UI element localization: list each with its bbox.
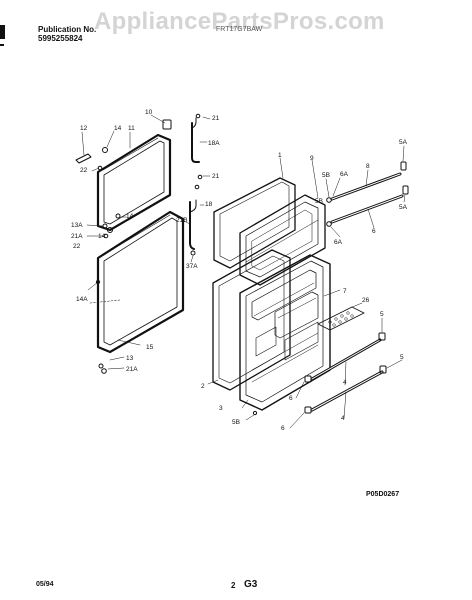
callout-5A-top: 5A <box>399 139 408 146</box>
callout-2: 2 <box>201 383 205 390</box>
callout-14A: 14A <box>76 296 88 303</box>
callout-22: 22 <box>80 167 88 174</box>
diagram-code: P05D0267 <box>366 491 400 498</box>
callout-21: 21 <box>212 115 220 122</box>
callout-37A: 37A <box>186 263 198 270</box>
callout-5a: 5 <box>380 311 384 318</box>
callout-5A-mid: 5A <box>399 204 408 211</box>
callout-6-top: 6 <box>372 228 376 235</box>
registration-mark <box>0 25 5 39</box>
fresh-food-door-liner <box>239 254 365 421</box>
callout-14: 14 <box>114 125 122 132</box>
callout-13: 13 <box>126 355 134 362</box>
callout-6A-top: 6A <box>340 171 349 178</box>
callout-21B: 21B <box>176 217 188 224</box>
callout-21A: 21A <box>71 233 83 240</box>
callout-26: 26 <box>362 297 370 304</box>
callout-21b: 21 <box>212 173 220 180</box>
fresh-food-door-shell <box>207 249 291 391</box>
registration-mark-small <box>0 44 4 46</box>
callout-5b: 5 <box>400 354 404 361</box>
callout-6a: 6 <box>289 395 293 402</box>
callout-4b: 4 <box>341 415 345 422</box>
freezer-door-assembly <box>75 114 172 239</box>
model-number: FRT17G7BAW <box>216 26 263 33</box>
callout-4a: 4 <box>343 379 347 386</box>
callout-22b: 22 <box>73 243 81 250</box>
callout-8: 8 <box>366 163 370 170</box>
callout-6b: 6 <box>281 425 285 432</box>
callout-18: 18 <box>205 201 213 208</box>
callout-13A: 13A <box>71 222 83 229</box>
freezer-door-racks <box>325 145 409 238</box>
footer-date: 05/94 <box>36 581 54 588</box>
callout-1: 1 <box>278 152 282 159</box>
callout-5B-top: 5B <box>322 172 330 179</box>
freezer-door-panel <box>213 157 326 286</box>
callout-6A-bottom: 6A <box>334 239 343 246</box>
callout-3: 3 <box>219 405 223 412</box>
footer-section-code: G3 <box>244 579 258 590</box>
callout-5B-door: 5B <box>232 419 240 426</box>
callout-21A-bottom: 21A <box>126 366 138 373</box>
footer-page-number: 2 <box>231 581 236 590</box>
callout-9: 9 <box>310 155 314 162</box>
callout-8-hinge: 14 <box>98 233 106 240</box>
publication-number: 5995255824 <box>38 34 83 43</box>
fresh-food-door-gasket <box>87 210 185 374</box>
watermark: AppliancePartsPros.com <box>94 8 385 35</box>
callout-15: 15 <box>146 344 154 351</box>
callout-5B-bottom: 5B <box>315 198 323 205</box>
callout-12: 12 <box>80 125 88 132</box>
callout-7: 7 <box>343 288 347 295</box>
callout-10: 10 <box>145 109 153 116</box>
callout-labels: 10 21 12 14 11 18A 22 21 18 14 21B 13A 2… <box>71 109 408 432</box>
fresh-food-door-racks <box>289 317 403 429</box>
publication-label: Publication No. <box>38 25 97 34</box>
callout-18A: 18A <box>208 140 220 147</box>
callout-14b: 14 <box>126 213 134 220</box>
callout-11: 11 <box>128 125 135 132</box>
door-handles <box>183 113 211 263</box>
